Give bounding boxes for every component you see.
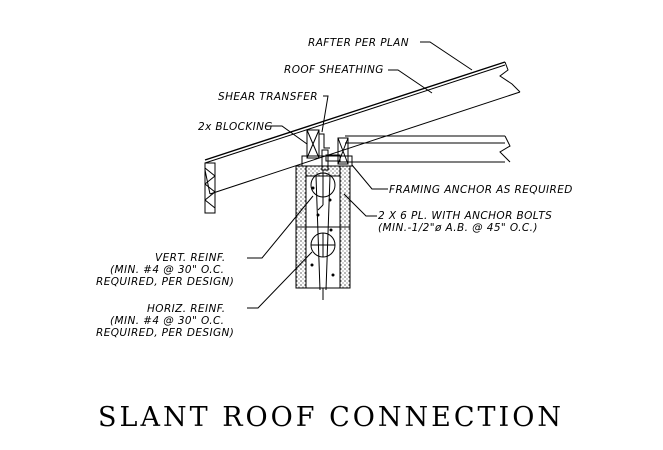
ceiling-joist: [338, 135, 511, 163]
grouted-cell: [310, 170, 336, 300]
shear-transfer-clip: [319, 133, 330, 149]
plate-label-line1: 2 X 6 PL. WITH ANCHOR BOLTS: [378, 210, 552, 222]
rafter-label: RAFTER PER PLAN: [308, 37, 409, 49]
horiz-reinf-line1: HORIZ. REINF.: [147, 303, 226, 315]
framing-anchor-label: FRAMING ANCHOR AS REQUIRED: [389, 184, 573, 196]
blocking-label: 2x BLOCKING: [198, 121, 273, 133]
shear-transfer-label: SHEAR TRANSFER: [218, 91, 318, 103]
horiz-reinf-line3: REQUIRED, PER DESIGN): [96, 327, 234, 339]
blocking: [306, 129, 320, 159]
drawing-title: SLANT ROOF CONNECTION: [98, 402, 564, 433]
top-plate: [301, 137, 353, 171]
roof-sheathing: [204, 61, 506, 164]
vert-reinf-line1: VERT. REINF.: [155, 252, 226, 264]
leader-lines: [247, 41, 473, 309]
sheathing-label: ROOF SHEATHING: [284, 64, 384, 76]
fascia-board: [204, 162, 216, 214]
plate-label-line2: (MIN.-1/2"ø A.B. @ 45" O.C.): [378, 222, 538, 234]
vert-reinf-line3: REQUIRED, PER DESIGN): [96, 276, 234, 288]
vert-reinf-line2: (MIN. #4 @ 30" O.C.: [110, 264, 224, 276]
horiz-reinf-line2: (MIN. #4 @ 30" O.C.: [110, 315, 224, 327]
